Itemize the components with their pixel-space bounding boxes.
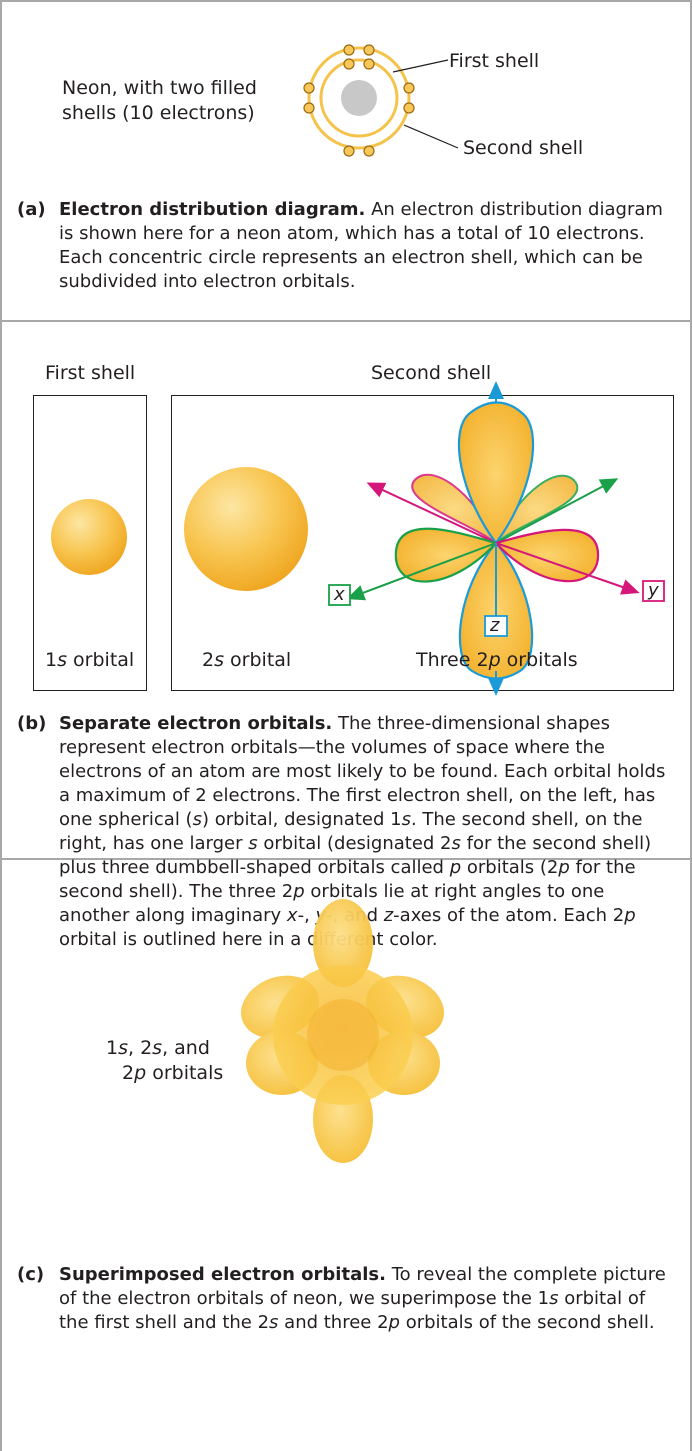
frame-top-border bbox=[0, 0, 692, 2]
x-axis-label-box bbox=[328, 584, 351, 606]
frame-left-border bbox=[0, 0, 2, 1451]
frame-right-border bbox=[690, 0, 692, 1451]
orbital-1s-label-rest: orbital bbox=[67, 649, 135, 671]
electron-8 bbox=[403, 102, 415, 114]
orbital-2p-label: Three 2p orbitals bbox=[416, 648, 578, 672]
x-axis-front bbox=[346, 542, 497, 601]
orbital-2p-label-p: p bbox=[488, 649, 501, 671]
first-shell-ring bbox=[319, 58, 399, 138]
second-shell-ring bbox=[307, 46, 411, 150]
orbital-1s-sphere bbox=[51, 499, 127, 575]
panel-divider-b-c bbox=[2, 858, 690, 860]
caption-b-title: Separate electron orbitals. bbox=[59, 713, 333, 734]
electron-10 bbox=[363, 145, 375, 157]
pz-orbital-top-lobe bbox=[457, 401, 535, 545]
atom-label-line2: shells (10 electrons) bbox=[62, 102, 255, 124]
orbital-1s-label: 1s orbital bbox=[45, 648, 134, 672]
y-axis-back bbox=[366, 482, 497, 544]
orbital-2s-label-rest: orbital bbox=[224, 649, 292, 671]
first-shell-heading: First shell bbox=[45, 362, 136, 384]
superimposed-label-line1: 1s, 2s, and bbox=[106, 1037, 210, 1059]
orbital-1s-label-num: 1 bbox=[45, 649, 58, 671]
electron-9 bbox=[343, 145, 355, 157]
orbital-2p-label-pre: Three 2 bbox=[416, 649, 489, 671]
y-axis-label: y bbox=[648, 580, 659, 601]
electron-4 bbox=[363, 58, 375, 70]
electron-2 bbox=[363, 44, 375, 56]
electron-7 bbox=[403, 82, 415, 94]
electron-3 bbox=[343, 58, 355, 70]
second-shell-callout: Second shell bbox=[463, 137, 584, 159]
electron-1 bbox=[343, 44, 355, 56]
caption-a: (a) Electron distribution diagram. An el… bbox=[17, 198, 672, 294]
caption-a-title: Electron distribution diagram. bbox=[59, 199, 366, 220]
second-shell-leader-line bbox=[403, 124, 459, 149]
electron-6 bbox=[303, 102, 315, 114]
orbital-1s-label-s: s bbox=[57, 649, 67, 671]
caption-c-text: Superimposed electron orbitals. To revea… bbox=[59, 1263, 677, 1335]
orbitals-illustration bbox=[51, 381, 665, 696]
orbital-2s-label: 2s orbital bbox=[202, 648, 291, 672]
caption-a-label: (a) bbox=[17, 199, 46, 220]
first-shell-box bbox=[33, 395, 147, 691]
orbital-2s-label-num: 2 bbox=[202, 649, 215, 671]
caption-a-body: An electron distribution diagram is show… bbox=[59, 199, 663, 292]
caption-c: (c) Superimposed electron orbitals. To r… bbox=[17, 1263, 677, 1335]
x-axis-back bbox=[495, 478, 619, 544]
px-orbital-front-lobe bbox=[394, 527, 499, 583]
electron-5 bbox=[303, 82, 315, 94]
z-axis-label: z bbox=[490, 615, 500, 636]
caption-c-body: To reveal the complete picture of the el… bbox=[59, 1264, 666, 1333]
first-shell-leader-line bbox=[392, 59, 449, 73]
electrons bbox=[303, 44, 415, 157]
x-axis-label: x bbox=[334, 584, 345, 605]
px-orbital-back-lobe bbox=[495, 474, 579, 544]
superimposed-top-lobe bbox=[313, 899, 373, 987]
orbital-2s-label-s: s bbox=[214, 649, 224, 671]
first-shell-callout: First shell bbox=[449, 50, 540, 72]
caption-c-label: (c) bbox=[17, 1264, 45, 1285]
caption-c-title: Superimposed electron orbitals. bbox=[59, 1264, 386, 1285]
panel-divider-a-b bbox=[2, 320, 690, 322]
y-axis-front bbox=[495, 542, 640, 595]
superimposed-label-line2: 2p orbitals bbox=[122, 1062, 224, 1084]
caption-b-label: (b) bbox=[17, 713, 47, 734]
py-orbital-back-lobe bbox=[411, 473, 499, 547]
z-axis-label-box bbox=[484, 615, 508, 637]
py-orbital-front-lobe bbox=[493, 528, 600, 583]
nucleus bbox=[341, 80, 377, 116]
superimposed-orbitals-illustration bbox=[241, 899, 444, 1163]
superimposed-1s-sphere bbox=[307, 999, 379, 1071]
atom-label-line1: Neon, with two filled bbox=[62, 77, 257, 99]
caption-a-text: Electron distribution diagram. An electr… bbox=[59, 198, 672, 294]
orbital-2p-group bbox=[328, 381, 665, 696]
orbital-2s-sphere bbox=[184, 467, 308, 591]
electron-distribution-diagram bbox=[303, 44, 459, 157]
second-shell-heading: Second shell bbox=[371, 362, 492, 384]
second-shell-box bbox=[171, 395, 674, 691]
orbital-2p-label-rest: orbitals bbox=[500, 649, 578, 671]
y-axis-label-box bbox=[642, 580, 665, 602]
